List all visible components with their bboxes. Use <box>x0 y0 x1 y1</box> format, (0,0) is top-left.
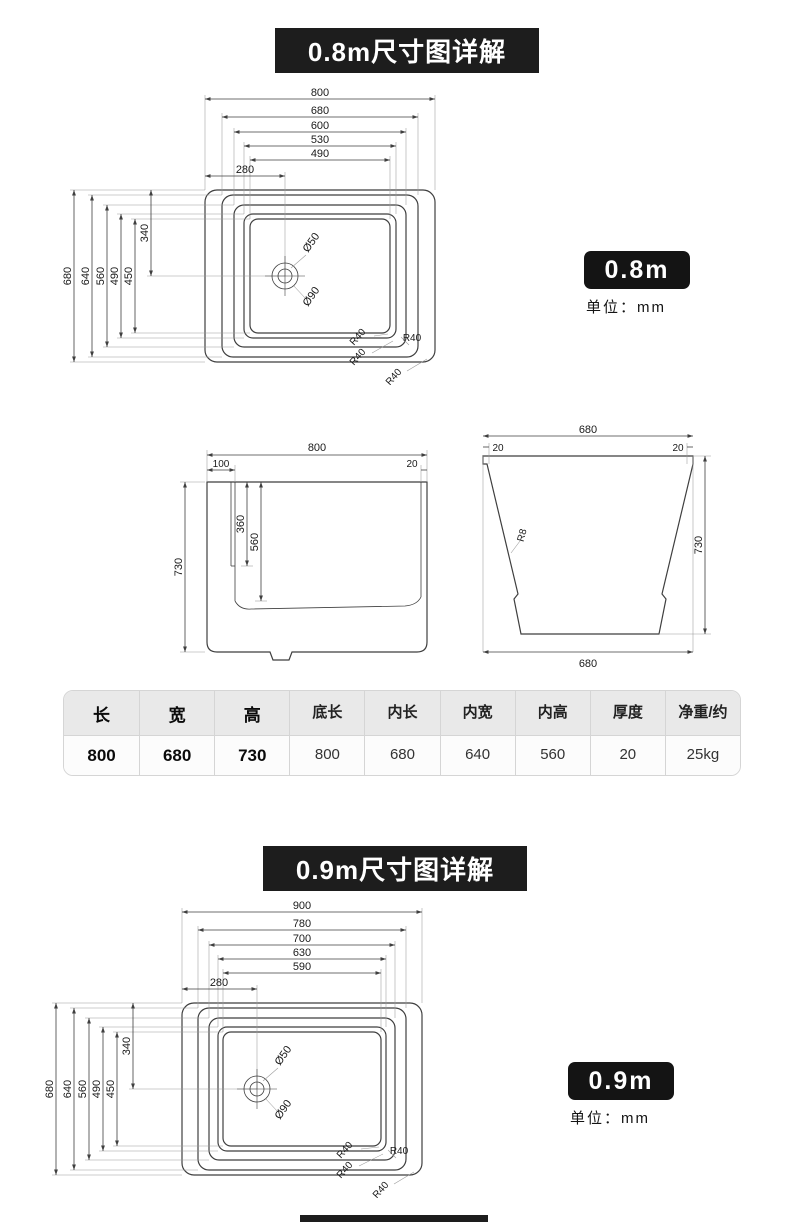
corner-radius-label: R8 <box>516 527 530 543</box>
dim-label-height-450: 450 <box>105 1080 117 1098</box>
dim-label-width-600: 600 <box>311 120 329 132</box>
section-title-text: 0.8m尺寸图详解 <box>307 37 507 67</box>
dim-label-width-490: 490 <box>311 148 329 160</box>
table-value-inner-length: 680 <box>364 736 439 775</box>
drain-hole <box>265 254 307 300</box>
table-value-bottom-length: 800 <box>289 736 364 775</box>
section-title-0-9m: 0.9m尺寸图详解 <box>263 846 527 891</box>
section-title-text: 0.9m尺寸图详解 <box>295 855 495 885</box>
table-header-length: 长 <box>93 706 111 725</box>
tub-side-profile <box>482 455 694 635</box>
dim-label-width-800: 800 <box>311 87 329 99</box>
spec-table-header-row: 长 宽 高 底长 内长 内宽 内高 厚度 净重/约 <box>64 691 740 735</box>
dim-label-left-offset: 100 <box>213 459 230 470</box>
corner-radius-label: R40 <box>371 1180 392 1198</box>
table-header-inner-length: 内长 <box>364 691 439 735</box>
table-value-length: 800 <box>87 746 116 765</box>
side-view-diagram-0-8m: 680 20 20 R8 730 680 <box>482 424 711 670</box>
front-view-diagram-0-8m: 800 100 20 360 560 730 <box>173 442 428 661</box>
dim-label-height-640: 640 <box>80 267 92 285</box>
table-header-height: 高 <box>214 691 289 735</box>
drain-label-large: Ø90 <box>301 285 323 309</box>
corner-radius-label: R40 <box>348 347 369 368</box>
section-title-0-8m: 0.8m尺寸图详解 <box>275 28 539 73</box>
top-view-diagram-0-8m: 800 680 600 530 490 280 680 640 560 490 … <box>62 87 436 385</box>
next-section-banner-edge <box>300 1215 488 1222</box>
drain-hole <box>237 1067 279 1113</box>
corner-radius-label: R40 <box>390 1146 409 1157</box>
table-header-inner-width: 内宽 <box>439 691 515 735</box>
dim-label-lip-left: 20 <box>492 443 504 454</box>
dim-label-height-450: 450 <box>123 267 135 285</box>
dim-label-height: 730 <box>693 536 705 554</box>
table-value-width: 680 <box>139 736 214 775</box>
size-badge-0-8m: 0.8m <box>584 251 690 289</box>
extension-lines <box>52 908 423 1176</box>
table-value-inner-height: 560 <box>514 736 590 775</box>
size-badge-text: 0.9m <box>588 1066 654 1095</box>
dim-label-bottom-width: 680 <box>579 658 597 670</box>
extension-lines <box>180 450 428 653</box>
dim-label-upper-depth: 360 <box>235 515 247 533</box>
table-value-net-weight: 25kg <box>664 736 740 775</box>
corner-radius-label: R40 <box>348 327 369 348</box>
dim-label-height-680: 680 <box>62 267 74 285</box>
dim-label-width-630: 630 <box>293 947 311 959</box>
unit-label-0-8m: 单位：mm <box>586 299 666 316</box>
dimension-lines <box>183 453 427 652</box>
corner-radius-label: R40 <box>335 1140 356 1161</box>
table-header-bottom-length: 底长 <box>289 691 364 735</box>
dim-label-width: 800 <box>308 442 326 454</box>
spec-table-value-row: 800 680 730 800 680 640 560 20 25kg <box>64 735 740 775</box>
drain-label-small: Ø50 <box>301 231 323 255</box>
dim-label-width-680: 680 <box>311 105 329 117</box>
dim-label-height-560: 560 <box>95 267 107 285</box>
unit-label-0-9m: 单位：mm <box>570 1110 650 1127</box>
table-header-width: 宽 <box>139 691 214 735</box>
drain-label-small: Ø50 <box>273 1044 295 1068</box>
corner-radius-label: R40 <box>335 1160 356 1181</box>
dimension-lines <box>72 97 435 362</box>
spec-table: 长 宽 高 底长 内长 内宽 内高 厚度 净重/约 800 680 730 80… <box>63 690 741 776</box>
size-badge-0-9m: 0.9m <box>568 1062 674 1100</box>
corner-radius-label: R40 <box>403 333 422 344</box>
dim-label-drain-x: 280 <box>210 977 228 989</box>
dim-label-lip-right: 20 <box>672 443 684 454</box>
dim-label-width-590: 590 <box>293 961 311 973</box>
table-header-net-weight: 净重/约 <box>664 691 740 735</box>
table-value-height: 730 <box>214 736 289 775</box>
dim-label-wall: 20 <box>406 459 418 470</box>
dim-label-width-700: 700 <box>293 933 311 945</box>
table-value-thickness: 20 <box>589 736 665 775</box>
size-badge-text: 0.8m <box>604 255 670 284</box>
extension-lines <box>482 443 711 652</box>
corner-radius-callouts: R40 R40 R40 R40 <box>348 327 428 385</box>
dim-label-width-780: 780 <box>293 918 311 930</box>
table-header-inner-height: 内高 <box>514 691 590 735</box>
dim-label-width-530: 530 <box>311 134 329 146</box>
dimension-lines <box>54 910 422 1175</box>
table-value-inner-width: 640 <box>439 736 515 775</box>
dim-label-height-640: 640 <box>62 1080 74 1098</box>
top-view-diagram-0-9m: 900 780 700 630 590 280 680 640 560 490 … <box>44 900 423 1198</box>
corner-radius-label: R40 <box>384 367 405 385</box>
dim-label-drain-x: 280 <box>236 164 254 176</box>
table-header-thickness: 厚度 <box>589 691 665 735</box>
dim-label-drain-y: 340 <box>121 1037 133 1055</box>
tub-cross-section <box>206 481 428 661</box>
dim-label-height-680: 680 <box>44 1080 56 1098</box>
dim-label-height: 730 <box>173 558 185 576</box>
drain-label-large: Ø90 <box>273 1098 295 1122</box>
dim-label-drain-y: 340 <box>139 224 151 242</box>
dim-label-inner-height: 560 <box>249 533 261 551</box>
extension-lines <box>70 95 436 363</box>
dim-label-height-560: 560 <box>77 1080 89 1098</box>
corner-radius-callouts: R40 R40 R40 R40 <box>335 1140 415 1198</box>
dim-label-height-490: 490 <box>91 1080 103 1098</box>
dim-label-width-900: 900 <box>293 900 311 912</box>
dimension-lines <box>483 434 707 654</box>
dim-label-height-490: 490 <box>109 267 121 285</box>
dim-label-top-width: 680 <box>579 424 597 436</box>
